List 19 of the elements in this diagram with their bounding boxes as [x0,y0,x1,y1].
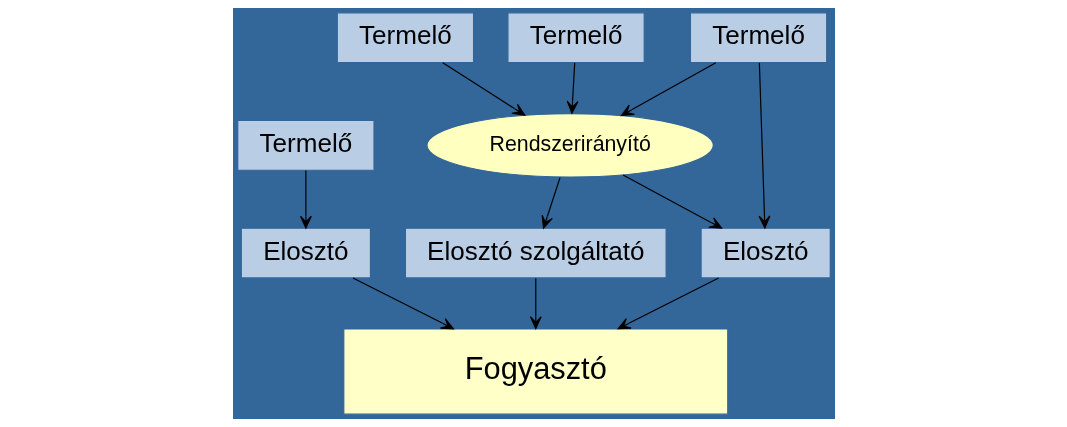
node-box: Elosztó [700,227,831,279]
node-box: Elosztó szolgáltató [404,227,667,279]
arrow [299,169,312,229]
arrow [441,62,525,116]
node-box: Termelő [506,12,645,64]
node-box: Termelő [689,12,827,64]
node-box: Fogyasztó [342,328,728,415]
node-box: Elosztó [240,227,371,279]
arrow [620,62,716,117]
node-ellipse: Rendszerirányító [425,113,714,178]
arrow [351,277,454,330]
arrow [621,174,722,229]
arrow [617,277,719,330]
arrow [529,277,542,330]
arrow [566,62,578,114]
arrow [758,62,770,229]
node-box: Termelő [236,119,375,171]
node-box: Termelő [336,12,474,64]
arrow [541,176,561,229]
